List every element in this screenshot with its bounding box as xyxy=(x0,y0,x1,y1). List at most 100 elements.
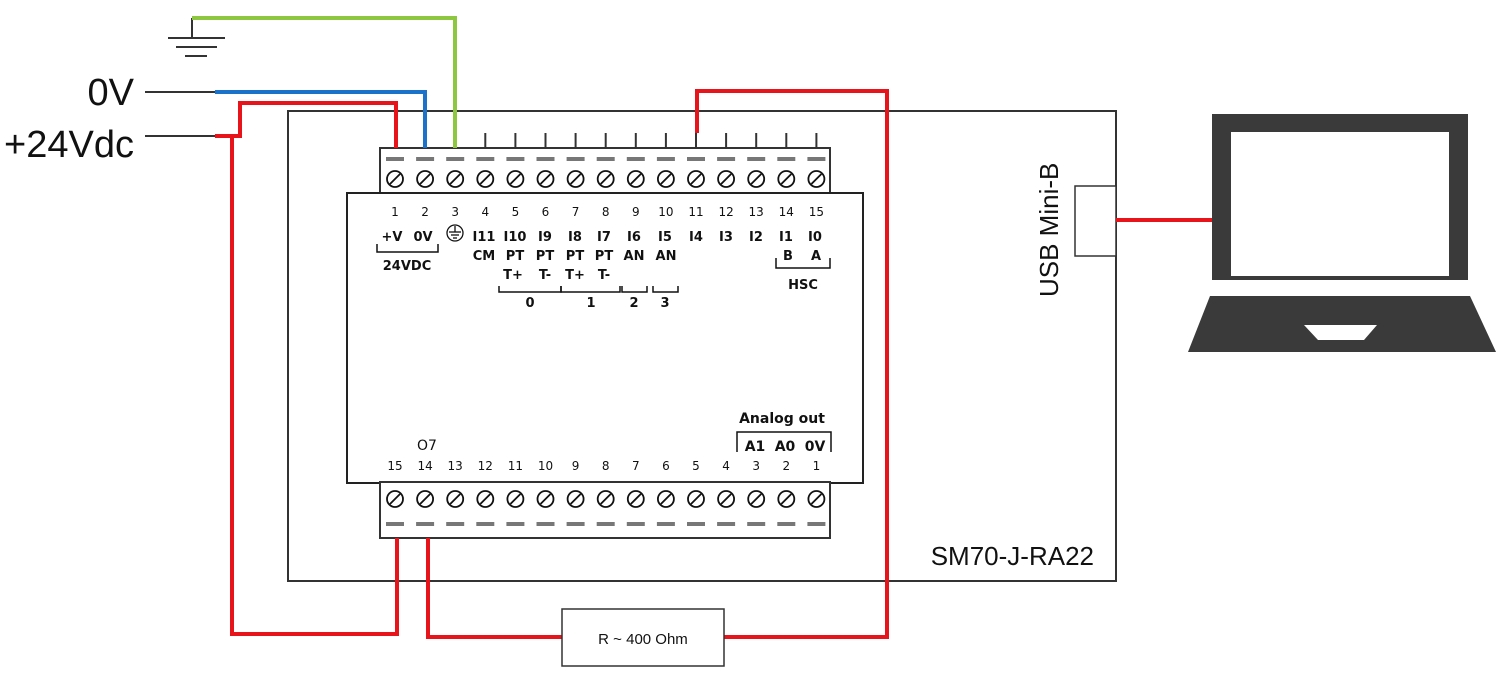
label-i1: I1 xyxy=(779,230,793,245)
terminal-slot-bottom xyxy=(807,522,826,526)
terminal-slot-bottom xyxy=(566,522,585,526)
screw-terminal-icon xyxy=(416,170,435,188)
top-pin-number: 2 xyxy=(421,205,429,219)
bottom-pin-number: 6 xyxy=(662,459,670,473)
label-i5: I5 xyxy=(658,230,672,245)
top-pin-number: 10 xyxy=(658,205,673,219)
top-pin-number: 3 xyxy=(451,205,459,219)
screw-terminal-icon xyxy=(687,490,705,508)
bracket-group-1 xyxy=(560,286,621,293)
bottom-pin-number: 7 xyxy=(632,459,640,473)
bottom-pin-number: 1 xyxy=(813,459,821,473)
screw-terminal-icon xyxy=(566,490,585,508)
bottom-pin-number: 2 xyxy=(782,459,790,473)
analog-out-bracket xyxy=(736,431,832,452)
analog-label-a0: A0 xyxy=(775,439,796,455)
screw-terminal-icon xyxy=(807,170,826,188)
screw-terminal-icon xyxy=(657,490,675,508)
bottom-pin-number: 12 xyxy=(478,459,493,473)
resistor xyxy=(561,608,725,667)
terminal-slot-top xyxy=(807,157,826,161)
label-pt-4: PT xyxy=(595,249,614,264)
screw-terminal-icon xyxy=(807,490,826,508)
screw-terminal-icon xyxy=(386,490,404,508)
bottom-pin-number: 9 xyxy=(572,459,580,473)
terminal-slot-top xyxy=(506,157,525,161)
label-pt-1: PT xyxy=(506,249,525,264)
bottom-terminals xyxy=(386,490,826,526)
label-i9: I9 xyxy=(538,230,552,245)
bottom-pin-number: 13 xyxy=(448,459,463,473)
label-i4: I4 xyxy=(689,230,703,245)
plus24-return-wire xyxy=(230,136,399,636)
i4-wire xyxy=(695,89,889,639)
bracket-group-2 xyxy=(621,286,648,293)
terminal-slot-top xyxy=(687,157,705,161)
label-i3: I3 xyxy=(719,230,733,245)
label-plus-v: +V xyxy=(382,230,403,245)
top-pin-number: 7 xyxy=(572,205,580,219)
terminal-slot-top xyxy=(777,157,796,161)
terminal-slot-top xyxy=(446,157,465,161)
device-name: SM70-J-RA22 xyxy=(931,541,1094,571)
screw-terminal-icon xyxy=(536,170,555,188)
label-24vdc: 24VDC xyxy=(383,259,431,274)
screw-terminal-icon xyxy=(446,170,465,188)
laptop-icon xyxy=(1188,114,1496,352)
top-pin-number: 6 xyxy=(542,205,550,219)
terminal-slot-top xyxy=(717,157,736,161)
screw-terminal-icon xyxy=(777,170,796,188)
terminal-slot-top xyxy=(596,157,615,161)
terminal-slot-bottom xyxy=(416,522,435,526)
bracket-hsc xyxy=(775,258,831,269)
terminal-slot-bottom xyxy=(687,522,705,526)
terminal-slot-top xyxy=(566,157,585,161)
plus24-label: +24Vdc xyxy=(4,124,134,166)
screw-terminal-icon xyxy=(476,490,495,508)
analog-out-title: Analog out xyxy=(739,411,825,427)
top-pin-number: 9 xyxy=(632,205,640,219)
zero-v-label: 0V xyxy=(88,72,135,114)
label-i7: I7 xyxy=(597,230,611,245)
bottom-pin-number: 11 xyxy=(508,459,523,473)
screw-terminal-icon xyxy=(596,490,615,508)
top-pin-number: 13 xyxy=(749,205,764,219)
top-pin-number: 4 xyxy=(481,205,489,219)
terminal-slot-bottom xyxy=(626,522,645,526)
top-pin-number: 5 xyxy=(512,205,520,219)
label-i0: I0 xyxy=(808,230,822,245)
bottom-pin-number: 3 xyxy=(752,459,760,473)
top-pin-number: 11 xyxy=(688,205,703,219)
label-group-1: 1 xyxy=(586,296,595,311)
zero-v-wire xyxy=(215,90,427,148)
terminal-slot-bottom xyxy=(506,522,525,526)
bottom-pin-number: 10 xyxy=(538,459,553,473)
ground-wire xyxy=(192,16,457,148)
device-frame xyxy=(287,110,1117,582)
screw-terminal-icon xyxy=(536,490,555,508)
label-group-2: 2 xyxy=(629,296,638,311)
screw-terminal-icon xyxy=(626,490,645,508)
top-pin-number: 1 xyxy=(391,205,399,219)
terminal-slot-top xyxy=(476,157,495,161)
usb-label: USB Mini-B xyxy=(1034,163,1064,297)
label-t-minus-1: T- xyxy=(598,268,610,283)
label-i10: I10 xyxy=(504,230,527,245)
terminal-slot-top xyxy=(536,157,555,161)
bottom-pin-number: 8 xyxy=(602,459,610,473)
label-group-3: 3 xyxy=(660,296,669,311)
bottom-pin-number: 5 xyxy=(692,459,700,473)
terminal-slot-bottom xyxy=(777,522,796,526)
terminal-slot-top xyxy=(626,157,645,161)
terminal-slot-top xyxy=(386,157,404,161)
screw-terminal-icon xyxy=(596,170,615,188)
screw-terminal-icon xyxy=(476,170,495,188)
terminal-slot-bottom xyxy=(386,522,404,526)
label-t-minus-0: T- xyxy=(539,268,551,283)
o7-label: O7 xyxy=(417,438,437,454)
label-t-plus-0: T+ xyxy=(503,268,523,283)
label-pt-2: PT xyxy=(536,249,555,264)
label-i6: I6 xyxy=(627,230,641,245)
